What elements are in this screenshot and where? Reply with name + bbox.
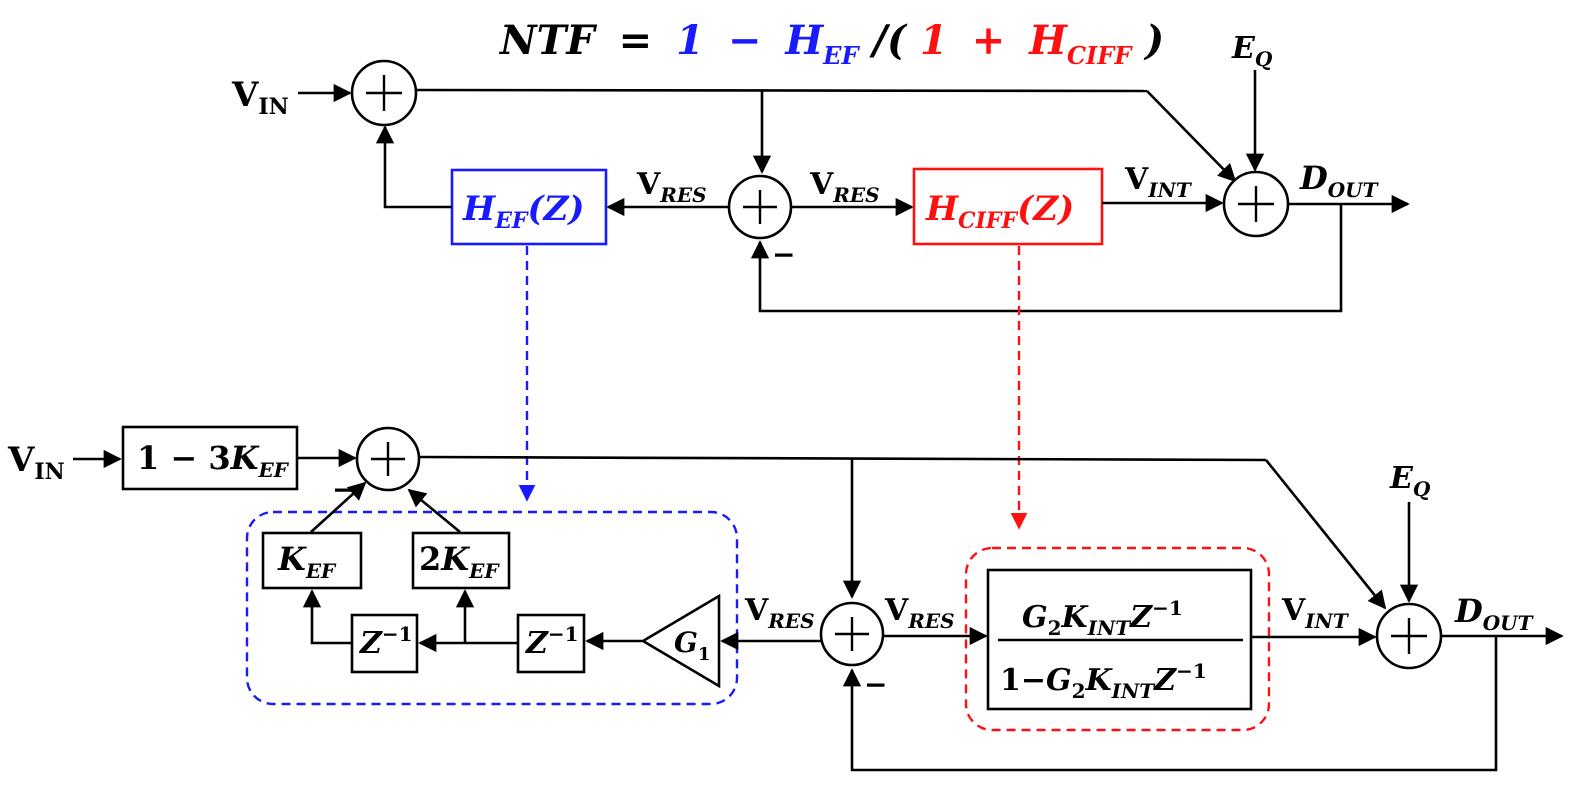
bottom-delay-block-1: Z−1 [350,613,419,674]
bottom-dout-label: DOUT [1454,592,1535,635]
eq-hef: H [784,17,824,64]
top-loop: VIN EQ − VRES HEF(Z) [231,31,1410,313]
svg-text:HEF(Z): HEF(Z) [462,189,585,234]
top-hciff-block: HCIFF(Z) [912,167,1104,246]
top-vres-right-label: VRES [809,167,880,207]
svg-text:NTF = 1 −: NTF = 1 − HEF /( 1 + HCIFF ) [498,17,1164,74]
eq-hciff: H [1028,17,1068,64]
svg-text:G2KINTZ−1: G2KINTZ−1 [1022,596,1183,640]
bottom-summer-residue [819,601,885,667]
bottom-delay-block-2: Z−1 [516,613,586,674]
top-vres-left-label: VRES [636,167,707,207]
svg-text:Z−1: Z−1 [525,622,579,661]
top-vin-label: VIN [231,75,289,120]
eq-hef-sub: EF [822,41,860,70]
bottom-loop: VIN 1 − 3KEF − KEF 2KEF [7,425,1564,772]
bottom-summer-output [1375,602,1443,670]
eq-plus: + [972,17,1006,64]
eq-equals: = [619,17,653,64]
bottom-g1-amplifier: G1 [640,593,721,689]
svg-text:HCIFF(Z): HCIFF(Z) [925,189,1074,234]
eq-hciff-sub: CIFF [1067,41,1133,70]
top-summer-residue [727,174,793,240]
bottom-vint-label: VINT [1281,593,1350,633]
eq-div: /( [868,17,908,64]
svg-text:Z−1: Z−1 [359,622,413,661]
bottom-input-gain-block: 1 − 3KEF [121,425,299,491]
bottom-2kef-block: 2KEF [411,531,511,590]
top-hef-block: HEF(Z) [450,168,608,246]
top-summer-output [1222,170,1290,238]
svg-text:2KEF: 2KEF [419,540,500,583]
svg-text:G1: G1 [674,626,710,665]
top-minus-sign: − [772,238,795,271]
top-vint-label: VINT [1124,162,1193,202]
bottom-vres-right-label: VRES [884,593,955,633]
eq-close: ) [1143,17,1164,64]
svg-text:1 − 3KEF: 1 − 3KEF [137,439,290,482]
error-feedback-group [245,510,739,706]
bottom-eq-label: EQ [1389,461,1431,501]
eq-minus: − [728,17,762,64]
top-summer-input [350,59,418,127]
bottom-vres-left-label: VRES [744,593,815,633]
bottom-integrator-block: G2KINTZ−1 1−G2KINTZ−1 [986,568,1253,711]
bottom-minus-sum2: − [864,668,887,701]
bottom-vin-label: VIN [7,440,65,485]
bottom-kef-block: KEF [261,531,363,590]
top-eq-label: EQ [1231,31,1273,71]
integrator-group [964,546,1271,732]
eq-one2: 1 [920,17,948,64]
ntf-equation: NTF = 1 − HEF /( 1 + HCIFF ) [498,17,1164,74]
svg-text:1−G2KINTZ−1: 1−G2KINTZ−1 [1000,659,1207,703]
svg-text:KEF: KEF [277,540,337,583]
bottom-summer-input [355,426,421,492]
eq-one: 1 [676,17,704,64]
eq-ntf: NTF [498,17,597,64]
top-dout-label: DOUT [1299,159,1380,202]
